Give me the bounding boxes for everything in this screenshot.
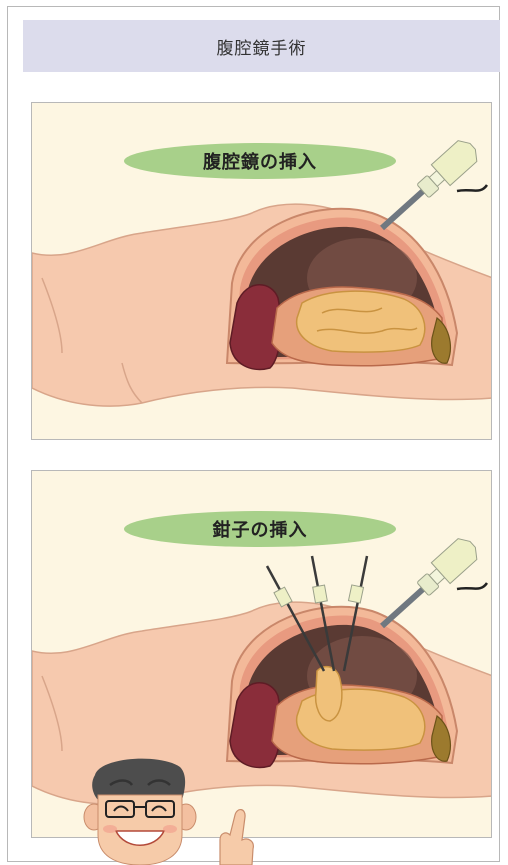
- panel-label-text: 鉗子の挿入: [213, 516, 308, 542]
- laparoscope: [373, 534, 482, 636]
- diagram-panel-laparoscope: 腹腔鏡の挿入: [31, 102, 492, 440]
- page-title: 腹腔鏡手術: [23, 20, 500, 72]
- panel-label: 鉗子の挿入: [124, 511, 396, 547]
- lifted-intestine: [316, 667, 342, 721]
- panel-label-text: 腹腔鏡の挿入: [203, 148, 317, 174]
- small-intestine: [297, 291, 425, 352]
- doctor-hair: [92, 759, 185, 800]
- laparoscope-cable: [457, 583, 487, 589]
- pointing-hand: [220, 810, 253, 865]
- panel-label: 腹腔鏡の挿入: [124, 143, 396, 179]
- laparoscope-cable: [457, 185, 487, 191]
- doctor-character-illustration: [70, 755, 280, 865]
- page-title-text: 腹腔鏡手術: [217, 34, 307, 59]
